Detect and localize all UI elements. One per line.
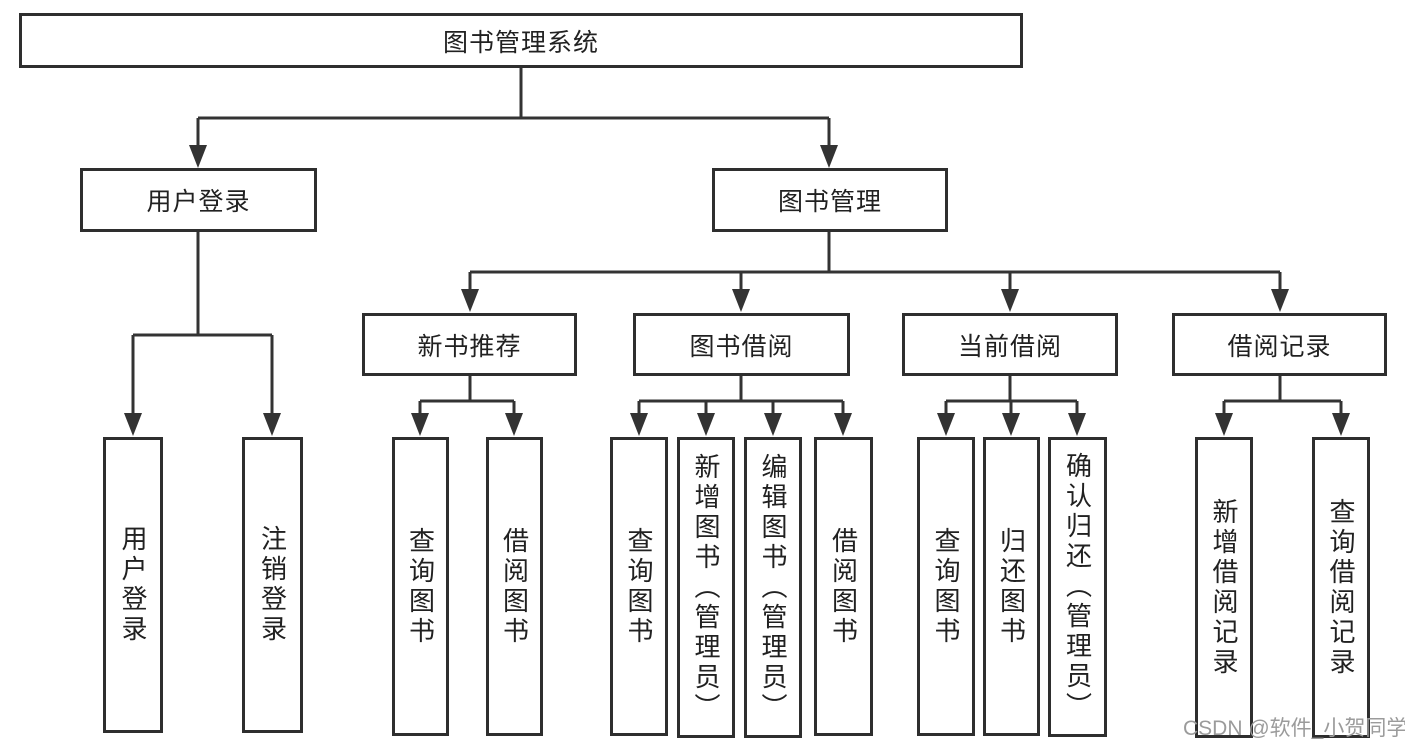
leaf-borrow-borrow-books: 借阅图书	[814, 437, 873, 736]
leaf-borrow-query-books: 查询图书	[610, 437, 668, 736]
leaf-records-add-record: 新增借阅记录	[1195, 437, 1253, 738]
node-book-management: 图书管理	[712, 168, 948, 232]
arrow-down-icon	[1215, 413, 1233, 436]
node-label: 新增借阅记录	[1209, 497, 1239, 678]
node-label: 借阅记录	[1227, 332, 1332, 361]
node-label: 图书管理	[777, 188, 882, 216]
arrow-down-icon	[697, 413, 715, 436]
node-label: 注销登录	[257, 525, 288, 645]
node-label: 编辑图书（管理员）	[758, 452, 788, 723]
leaf-borrow-edit-books-admin: 编辑图书（管理员）	[744, 437, 802, 738]
leaf-logout: 注销登录	[242, 437, 303, 733]
arrow-down-icon	[937, 413, 955, 436]
arrow-down-icon	[732, 289, 750, 312]
node-label: 查询图书	[405, 526, 436, 647]
node-label: 用户登录	[146, 188, 251, 216]
arrow-down-icon	[505, 413, 523, 436]
leaf-current-return-books: 归还图书	[983, 437, 1040, 736]
node-new-book-recommend: 新书推荐	[362, 313, 577, 376]
node-label: 用户登录	[118, 525, 148, 645]
leaf-records-query-record: 查询借阅记录	[1312, 437, 1370, 738]
node-borrow-records: 借阅记录	[1172, 313, 1387, 376]
arrow-down-icon	[263, 413, 281, 436]
node-label: 借阅图书	[828, 526, 859, 647]
leaf-borrow-add-books-admin: 新增图书（管理员）	[677, 437, 735, 738]
arrow-down-icon	[834, 413, 852, 436]
leaf-current-query-books: 查询图书	[917, 437, 975, 736]
node-user-login: 用户登录	[80, 168, 317, 232]
node-label: 图书借阅	[689, 332, 794, 361]
node-label: 查询图书	[624, 526, 654, 647]
arrow-down-icon	[1271, 289, 1289, 312]
node-label: 图书管理系统	[442, 28, 599, 57]
arrow-down-icon	[820, 145, 838, 168]
node-root: 图书管理系统	[19, 13, 1023, 68]
arrow-down-icon	[1002, 413, 1020, 436]
arrow-down-icon	[1001, 289, 1019, 312]
node-book-borrow: 图书借阅	[633, 313, 850, 376]
node-label: 借阅图书	[499, 526, 530, 647]
arrow-down-icon	[411, 413, 429, 436]
arrow-down-icon	[764, 413, 782, 436]
arrow-down-icon	[189, 145, 207, 168]
arrow-down-icon	[1332, 413, 1350, 436]
arrow-down-icon	[461, 289, 479, 312]
arrow-down-icon	[1068, 413, 1086, 436]
node-label: 归还图书	[996, 526, 1027, 647]
node-current-borrow: 当前借阅	[902, 313, 1118, 376]
leaf-user-login: 用户登录	[103, 437, 163, 733]
node-label: 新书推荐	[417, 332, 522, 361]
node-label: 确认归还（管理员）	[1062, 452, 1093, 722]
arrow-down-icon	[630, 413, 648, 436]
leaf-recommend-borrow-books: 借阅图书	[486, 437, 543, 736]
node-label: 新增图书（管理员）	[691, 452, 721, 723]
leaf-recommend-query-books: 查询图书	[392, 437, 449, 736]
node-label: 查询借阅记录	[1326, 497, 1356, 678]
node-label: 查询图书	[931, 526, 961, 647]
leaf-current-confirm-return-admin: 确认归还（管理员）	[1048, 437, 1107, 737]
arrow-down-icon	[124, 413, 142, 436]
node-label: 当前借阅	[957, 332, 1062, 361]
